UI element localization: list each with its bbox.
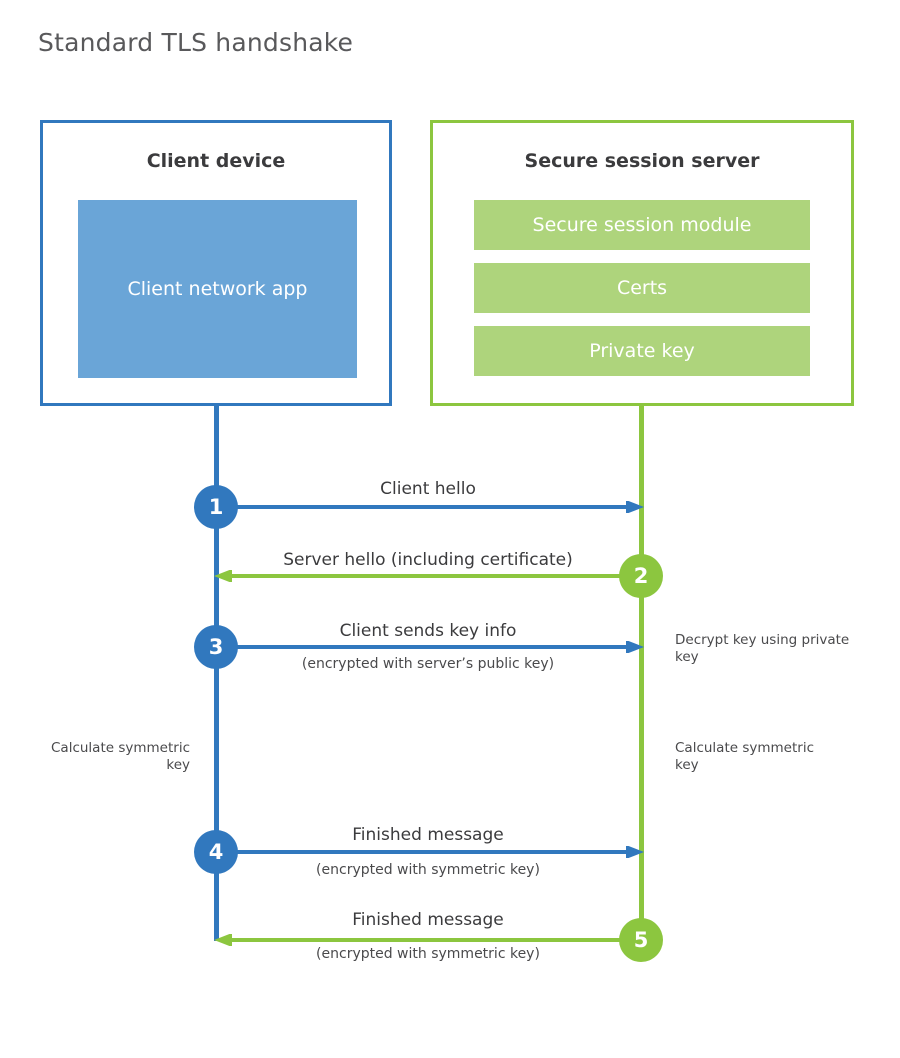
annotation-calculate-symmetric-key-server: Calculate symmetric key xyxy=(675,740,814,773)
server-block-certs: Certs xyxy=(474,263,810,313)
step-3-circle: 3 xyxy=(194,625,238,669)
client-lifeline xyxy=(214,406,219,941)
page-title: Standard TLS handshake xyxy=(38,28,354,57)
server-block-private-key: Private key xyxy=(474,326,810,376)
step-1-circle: 1 xyxy=(194,485,238,529)
step-1-arrow xyxy=(216,501,644,513)
step-3-sublabel: (encrypted with server’s public key) xyxy=(301,656,555,672)
secure-session-server-box: Secure session server Secure session mod… xyxy=(430,120,854,406)
step-4-label: Finished message xyxy=(352,825,504,845)
step-5-circle: 5 xyxy=(619,918,663,962)
step-5-arrow xyxy=(214,934,642,946)
step-2-circle: 2 xyxy=(619,554,663,598)
server-lifeline xyxy=(639,406,644,940)
client-network-app-block: Client network app xyxy=(78,200,357,378)
step-3-arrow xyxy=(216,641,644,653)
step-3-label: Client sends key info xyxy=(339,621,517,641)
step-1-label: Client hello xyxy=(380,479,476,499)
step-2-label: Server hello (including certificate) xyxy=(283,550,573,570)
secure-session-server-title: Secure session server xyxy=(524,150,760,172)
step-4-circle: 4 xyxy=(194,830,238,874)
server-block-secure-session-module: Secure session module xyxy=(474,200,810,250)
client-device-title: Client device xyxy=(146,150,286,172)
step-4-arrow xyxy=(216,846,644,858)
annotation-calculate-symmetric-key-client: Calculate symmetric key xyxy=(51,740,190,773)
annotation-decrypt-key: Decrypt key using private key xyxy=(675,632,850,665)
step-5-label: Finished message xyxy=(352,910,504,930)
step-2-arrow xyxy=(214,570,642,582)
step-4-sublabel: (encrypted with symmetric key) xyxy=(316,862,540,878)
step-5-sublabel: (encrypted with symmetric key) xyxy=(316,946,540,962)
client-device-box: Client device Client network app xyxy=(40,120,392,406)
